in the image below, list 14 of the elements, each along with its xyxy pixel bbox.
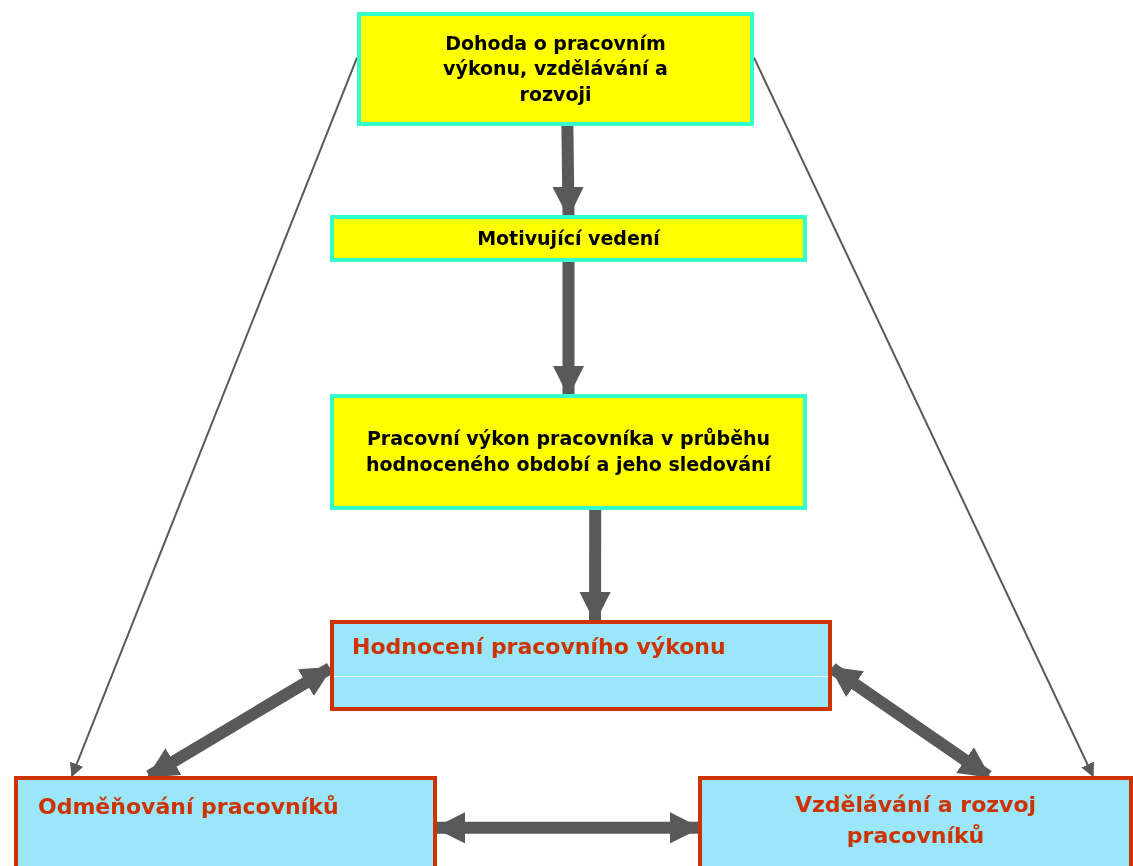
box-text: Vzdělávání a rozvoj pracovníků: [794, 792, 1037, 848]
box-text: Odměňování pracovníků: [38, 794, 339, 819]
box-text: Dohoda o pracovním výkonu, vzdělávání a rozvoji: [442, 30, 669, 107]
result-box: [330, 620, 832, 711]
arrow: [70, 56, 358, 778]
process-box: [330, 394, 807, 510]
box-text: Motivující vedení: [477, 225, 660, 251]
process-box: [330, 215, 807, 262]
box-text: Pracovní výkon pracovníka v průběhu hodnoceného období a jeho sledování: [364, 426, 773, 477]
process-box: [357, 12, 754, 126]
box-text: Hodnocení pracovního výkonu: [352, 634, 726, 659]
arrow: [753, 56, 1094, 778]
result-box: [14, 776, 437, 866]
result-box: [698, 776, 1133, 866]
